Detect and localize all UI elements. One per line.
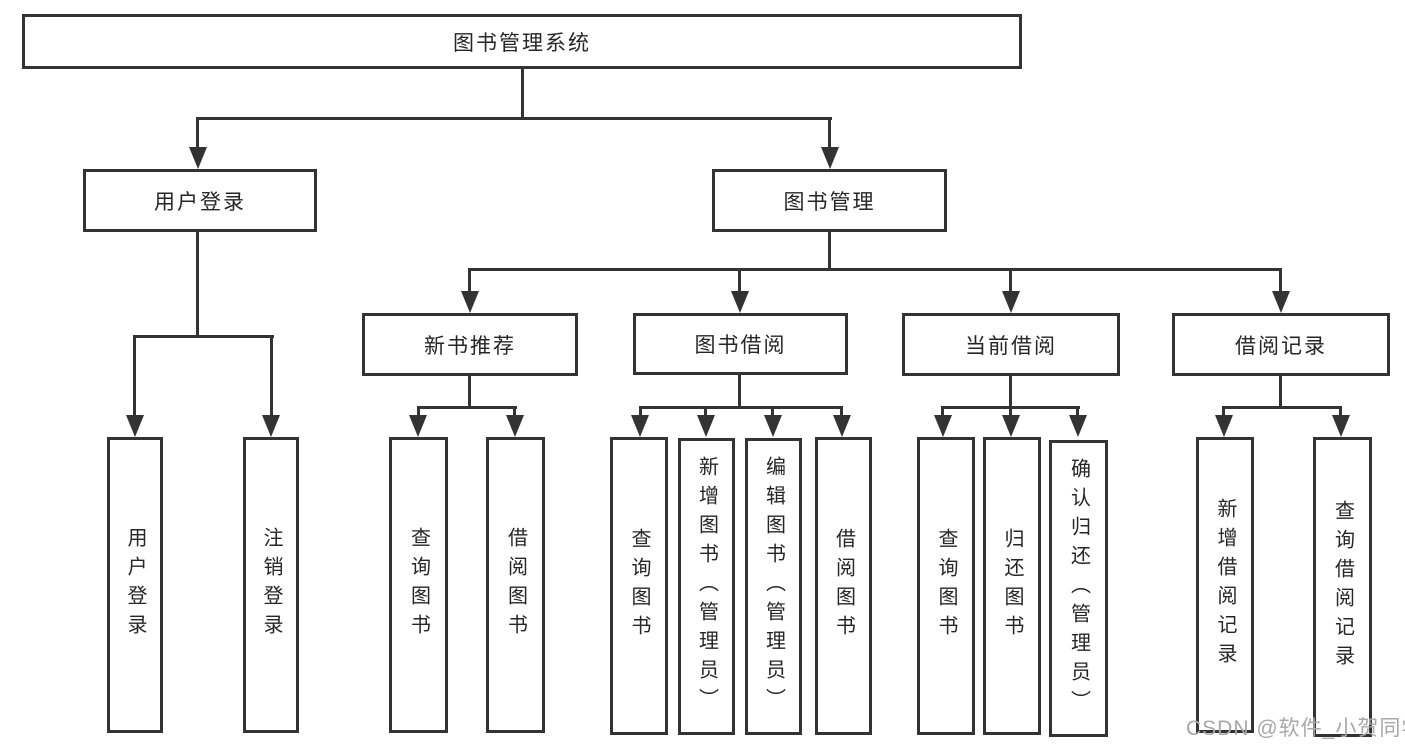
connector-stem [1009,406,1012,417]
leaf-current-query-label: 查询图书 [935,528,957,644]
leaf-current-return: 归还图书 [983,437,1041,735]
connector-stem [196,117,199,149]
leaf-current-query: 查询图书 [917,437,975,735]
arrow-down-icon [461,291,479,313]
arrow-down-icon [1002,415,1020,437]
node-borrow-record: 借阅记录 [1172,313,1390,376]
arrow-down-icon [731,291,749,313]
connector-stem [133,335,136,417]
node-book-mgmt-label: 图书管理 [783,190,876,214]
arrow-down-icon [1002,291,1020,313]
leaf-borrow-edit: 编辑图书（管理员） [745,438,802,735]
node-borrow-record-label: 借阅记录 [1235,334,1327,358]
arrow-down-icon [189,147,207,169]
connector-branch [468,268,1282,271]
leaf-borrow-query: 查询图书 [610,437,668,735]
node-root-label: 图书管理系统 [453,31,591,55]
leaf-newbook-borrow-label: 借阅图书 [504,527,527,643]
connector-branch [417,406,517,409]
node-current-borrow: 当前借阅 [902,313,1120,376]
leaf-borrow-query-label: 查询图书 [628,528,650,644]
connector-stem [828,117,831,149]
connector-root-stem [521,69,524,119]
connector-stem [468,268,471,295]
connector-stem [840,406,843,417]
connector-stem [1076,406,1079,417]
arrow-down-icon [631,415,649,437]
connector-stem [738,374,741,408]
connector-stem [1222,406,1225,417]
leaf-record-query-label: 查询借阅记录 [1331,500,1354,674]
arrow-down-icon [409,415,427,437]
leaf-current-confirm-label: 确认归还（管理员） [1067,458,1090,719]
leaf-record-add: 新增借阅记录 [1196,437,1254,733]
arrow-down-icon [262,415,280,437]
arrow-down-icon [1332,415,1350,437]
leaf-newbook-borrow: 借阅图书 [486,437,545,733]
node-user-login-label: 用户登录 [154,190,246,214]
arrow-down-icon [833,415,851,437]
connector-branch [639,406,843,409]
connector-stem [1009,376,1012,408]
connector-stem [270,335,273,417]
leaf-logout-label: 注销登录 [260,527,282,643]
connector-stem [639,406,642,417]
arrow-down-icon [934,415,952,437]
connector-stem [1339,406,1342,417]
node-new-book-label: 新书推荐 [424,334,516,358]
connector-stem [1279,268,1282,295]
node-book-mgmt: 图书管理 [712,169,947,232]
connector-stem [468,376,471,408]
leaf-current-return-label: 归还图书 [1001,528,1023,644]
csdn-watermark: CSDN @软件_小贺同学 [1186,717,1405,740]
arrow-down-icon [764,415,782,437]
connector-stem [513,406,516,417]
arrow-down-icon [821,147,839,169]
arrow-down-icon [1272,291,1290,313]
connector-root-branch [196,117,832,120]
leaf-borrow-edit-label: 编辑图书（管理员） [762,456,785,717]
node-new-book: 新书推荐 [362,313,578,376]
leaf-record-query: 查询借阅记录 [1313,437,1372,737]
leaf-logout: 注销登录 [243,437,299,733]
connector-stem [704,406,707,417]
leaf-user-login: 用户登录 [107,437,163,733]
node-root: 图书管理系统 [22,14,1022,69]
arrow-down-icon [1069,415,1087,437]
node-user-login: 用户登录 [83,169,317,232]
connector-branch [1222,406,1342,409]
node-book-borrow: 图书借阅 [633,313,848,375]
leaf-newbook-query-label: 查询图书 [407,527,430,643]
leaf-borrow-add-label: 新增图书（管理员） [695,456,718,717]
leaf-newbook-query: 查询图书 [389,437,448,733]
arrow-down-icon [506,415,524,437]
leaf-user-login-label: 用户登录 [124,527,146,643]
arrow-down-icon [697,415,715,437]
leaf-record-add-label: 新增借阅记录 [1214,498,1236,672]
connector-stem [1279,376,1282,408]
node-current-borrow-label: 当前借阅 [965,334,1057,358]
node-book-borrow-label: 图书借阅 [694,334,787,357]
leaf-borrow-add: 新增图书（管理员） [678,438,735,735]
connector-stem [771,406,774,417]
arrow-down-icon [126,415,144,437]
connector-stem [417,406,420,417]
leaf-current-confirm: 确认归还（管理员） [1049,440,1108,737]
leaf-borrow-borrow: 借阅图书 [815,437,872,735]
leaf-borrow-borrow-label: 借阅图书 [832,528,855,644]
arrow-down-icon [1215,415,1233,437]
connector-stem [828,232,831,270]
connector-stem [1009,268,1012,295]
connector-stem [196,232,199,338]
connector-branch [134,335,274,338]
connector-stem [941,406,944,417]
connector-stem [738,268,741,295]
